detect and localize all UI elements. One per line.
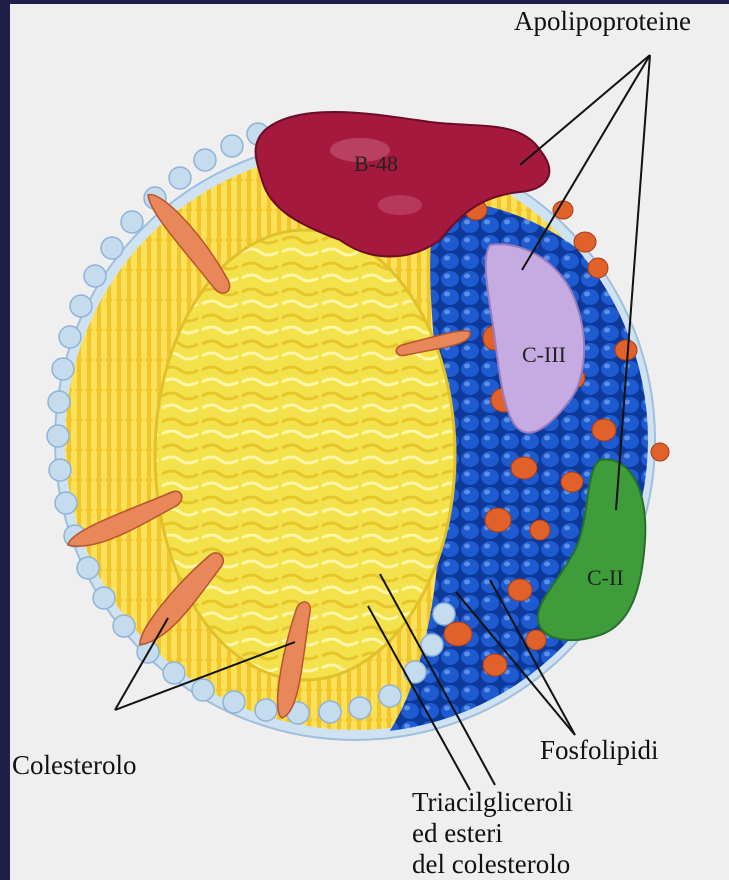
c2-label: C-II [587, 566, 624, 590]
b48-label: B-48 [354, 152, 398, 176]
triacilgliceroli-label-line1: Triacilgliceroli [412, 787, 573, 817]
c3-label: C-III [522, 343, 566, 367]
triacilgliceroli-label-line2: ed esteri [412, 818, 503, 848]
triacilgliceroli-label-line3: del colesterolo [412, 849, 570, 879]
fosfolipidi-label: Fosfolipidi [540, 735, 659, 765]
colesterolo-label: Colesterolo [12, 750, 136, 780]
apolipoproteine-label: Apolipoproteine [514, 6, 691, 36]
